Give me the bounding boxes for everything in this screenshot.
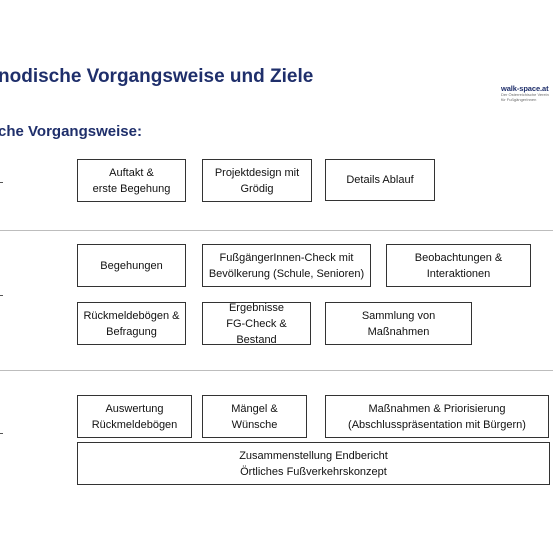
box-maengel-wuensche: Mängel & Wünsche bbox=[202, 395, 307, 438]
phase-2-marker bbox=[0, 295, 3, 296]
walk-space-logo: walk-space.at Der Österreichische Verein… bbox=[501, 84, 553, 108]
box-beobachtungen: Beobachtungen & Interaktionen bbox=[386, 244, 531, 287]
box-auftakt: Auftakt & erste Begehung bbox=[77, 159, 186, 202]
box-massnahmen-priorisierung: Maßnahmen & Priorisierung (Abschlusspräs… bbox=[325, 395, 549, 438]
box-begehungen: Begehungen bbox=[77, 244, 186, 287]
page-title: nodische Vorgangsweise und Ziele bbox=[0, 66, 314, 87]
box-fussgaenger-check: FußgängerInnen-Check mit Bevölkerung (Sc… bbox=[202, 244, 371, 287]
box-auswertung: Auswertung Rückmeldebögen bbox=[77, 395, 192, 438]
box-ergebnisse: Ergebnisse FG-Check & Bestand bbox=[202, 302, 311, 346]
box-details-ablauf: Details Ablauf bbox=[325, 159, 435, 201]
box-rueckmeldeboegen: Rückmeldebögen & Befragung bbox=[77, 302, 186, 345]
box-sammlung-massnahmen: Sammlung von Maßnahmen bbox=[325, 302, 472, 345]
phase-divider-1 bbox=[0, 230, 553, 231]
box-endbericht: Zusammenstellung Endbericht Örtliches Fu… bbox=[77, 442, 550, 485]
logo-subline-1: Der Österreichische Verein bbox=[501, 92, 549, 97]
phase-divider-2 bbox=[0, 370, 553, 371]
logo-name: walk-space.at bbox=[501, 84, 549, 93]
phase-1-marker bbox=[0, 182, 3, 183]
section-subtitle: che Vorgangsweise: bbox=[0, 123, 142, 140]
logo-subline-2: für FußgängerInnen bbox=[501, 96, 537, 102]
phase-3-marker bbox=[0, 433, 3, 434]
box-projektdesign: Projektdesign mit Grödig bbox=[202, 159, 312, 202]
